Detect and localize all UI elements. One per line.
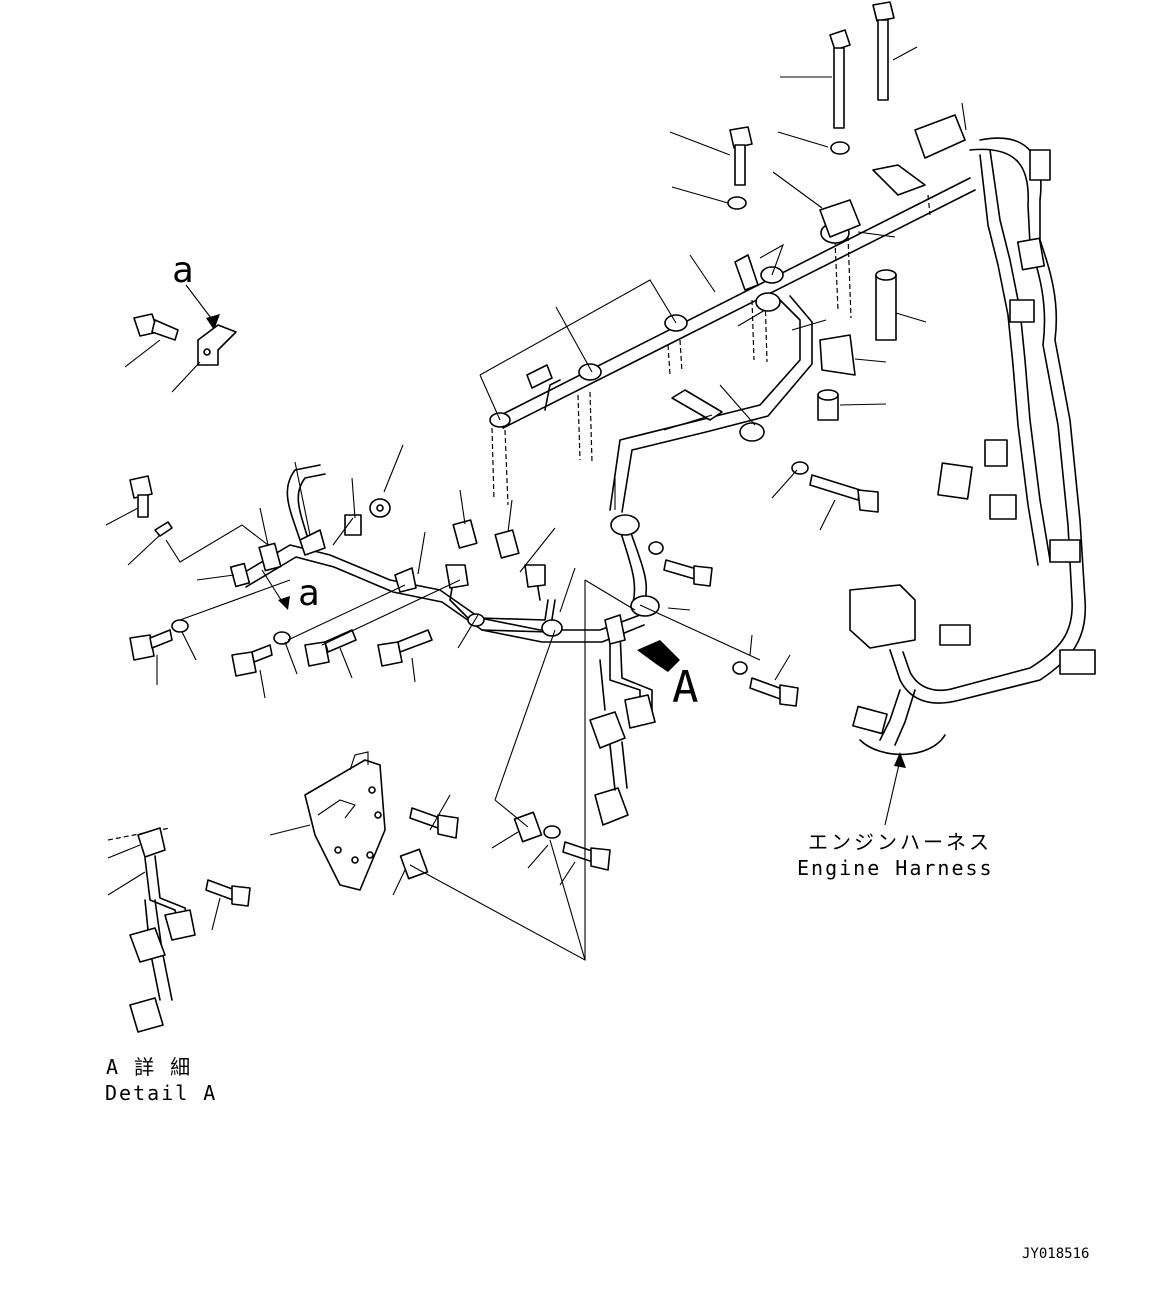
upper-harness-conduit xyxy=(491,177,976,506)
spacer-tube-mid xyxy=(671,389,723,421)
long-bolt-1 xyxy=(829,29,851,129)
detail-a-illustration xyxy=(107,827,251,1033)
small-pin-left xyxy=(154,521,173,537)
plate-bracket xyxy=(304,751,386,891)
nut-mid-1 xyxy=(369,498,391,518)
bolt-left-row-3 xyxy=(304,629,357,667)
section-a-arrow-top xyxy=(185,284,220,330)
washer-mid-center xyxy=(648,541,664,555)
engine-harness-connectors xyxy=(849,114,1096,735)
washer-plate xyxy=(543,825,561,839)
bolt-mid-right xyxy=(809,474,879,513)
collar-mid-3 xyxy=(494,529,520,559)
collar-mid-2 xyxy=(452,519,478,549)
washer-top-2 xyxy=(727,196,747,210)
section-a-arrow-mid xyxy=(261,569,290,610)
bolt-detail-a xyxy=(133,313,179,341)
washer-mid-lower xyxy=(732,661,748,675)
collar-mid-1 xyxy=(344,514,362,536)
leader-lines xyxy=(105,46,967,961)
section-a-label-mid: a xyxy=(298,573,320,614)
bolt-left-row-4 xyxy=(377,629,433,667)
washer-left-row-1 xyxy=(171,619,189,633)
bolt-left-row-1 xyxy=(129,629,173,661)
spacer-tube-right xyxy=(875,269,897,341)
bracket-top xyxy=(872,164,926,196)
washer-left-row-2 xyxy=(273,631,291,645)
drawing-number: JY018516 xyxy=(1022,1246,1089,1262)
bolt-left-row-2 xyxy=(231,644,273,677)
hanging-connectors xyxy=(589,694,656,826)
upper-harness-clamp-2 xyxy=(526,363,602,389)
bolt-mid-center xyxy=(663,559,713,587)
view-a-arrow xyxy=(637,640,680,672)
bolt-left-upper xyxy=(129,475,153,518)
engine-harness-leader xyxy=(884,752,906,826)
detail-a-label-en: Detail A xyxy=(105,1081,217,1105)
bolt-plate-2 xyxy=(562,841,611,871)
bracket-detail-a xyxy=(197,324,237,366)
washer-top-1 xyxy=(830,141,850,155)
engine-harness-label-jp: エンジンハーネス xyxy=(808,830,992,854)
bracket-right-small xyxy=(819,334,856,376)
section-a-label-top: a xyxy=(172,250,194,291)
engine-harness-label-en: Engine Harness xyxy=(797,856,994,880)
bolt-top-3 xyxy=(729,126,753,186)
collar-plate xyxy=(399,848,429,880)
bolt-mid-lower xyxy=(749,677,799,707)
long-bolt-2 xyxy=(872,1,895,101)
upper-harness-clamp-5 xyxy=(819,199,861,244)
bolt-plate-1 xyxy=(409,807,459,839)
detail-a-label-jp: A 詳 細 xyxy=(106,1055,192,1079)
spacer-small-right xyxy=(817,389,839,421)
view-a-letter: A xyxy=(672,662,699,713)
